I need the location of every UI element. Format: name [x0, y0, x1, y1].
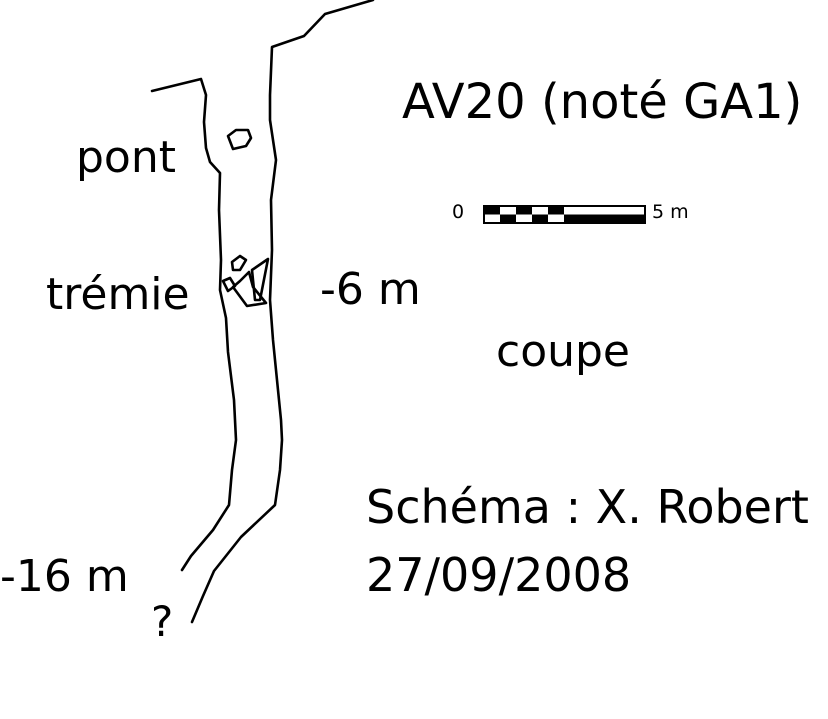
depth-label-upper: -6 m [320, 264, 421, 315]
choke-rock-1 [230, 254, 248, 272]
unknown-continuation-mark: ? [151, 597, 174, 646]
scale-bar-start-label: 0 [452, 201, 465, 223]
right-cave-wall [190, 0, 375, 624]
bridge-rock [226, 128, 253, 151]
view-type-label: coupe [496, 326, 630, 377]
scale-bar [483, 205, 646, 224]
choke-rock-4 [221, 276, 237, 293]
depth-label-lower: -16 m [0, 551, 129, 602]
bridge-label: pont [76, 132, 176, 183]
survey-date: 27/09/2008 [366, 548, 632, 602]
author-credit: Schéma : X. Robert [366, 480, 809, 534]
survey-title: AV20 (noté GA1) [402, 74, 803, 130]
scale-bar-end-label: 5 m [652, 201, 689, 223]
left-cave-wall [150, 77, 238, 572]
choke-label: trémie [46, 269, 190, 320]
